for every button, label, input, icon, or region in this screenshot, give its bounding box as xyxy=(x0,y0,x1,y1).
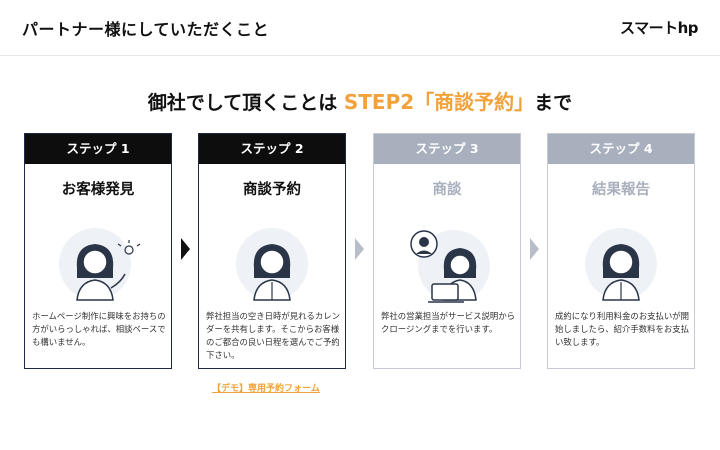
step-desc: 弊社の営業担当がサービス説明からクロージングまでを行います。 xyxy=(381,311,515,334)
step-card-3: ステップ 3 商談 弊社の営業担当がサービス説明からクロージングまでを行います。 xyxy=(373,133,521,369)
chevron-right-icon xyxy=(530,238,539,260)
step-desc: ホームページ制作に興味をお持ちの方がいらっしゃれば、相談ベースでも構いません。 xyxy=(32,311,166,347)
step-desc: 成約になり利用料金のお支払いが開始しましたら、紹介手数料をお支払い致します。 xyxy=(555,311,689,347)
step-title: お客様発見 xyxy=(61,182,135,198)
step-label: ステップ 4 xyxy=(548,134,694,164)
step-title: 商談 xyxy=(432,182,462,198)
online-meeting-icon xyxy=(410,230,490,303)
headline-accent: STEP2「商談予約」 xyxy=(343,90,535,114)
step-card-1: ステップ 1 お客様発見 ホームページ制作に興味をお持ちの方がいらっしゃれば、相… xyxy=(24,133,172,369)
step-card-4: ステップ 4 結果報告 成約になり利用料金のお支払いが開始しましたら、紹介手数料… xyxy=(547,133,695,369)
step-desc: 弊社担当の空き日時が見れるカレンダーを共有します。そこからお客様のご都合の良い日… xyxy=(206,311,340,360)
chevron-right-icon xyxy=(355,238,364,260)
chevron-right-icon xyxy=(181,238,190,260)
step-card-2: ステップ 2 商談予約 弊社担当の空き日時が見れるカレンダーを共有します。そこか… xyxy=(198,133,346,369)
woman-icon xyxy=(585,228,657,301)
demo-booking-link[interactable]: 【デモ】専用予約フォーム xyxy=(212,384,320,394)
headline-suffix: まで xyxy=(534,92,573,114)
step-title: 商談予約 xyxy=(243,182,301,198)
step-label: ステップ 2 xyxy=(199,134,345,164)
step-label: ステップ 3 xyxy=(374,134,520,164)
step-title: 結果報告 xyxy=(592,182,650,198)
headline-prefix: 御社でして頂くことは xyxy=(147,92,344,114)
step-label: ステップ 1 xyxy=(25,134,171,164)
woman-presenting-icon xyxy=(59,228,141,301)
brand-logo[interactable]: スマートhp xyxy=(620,19,698,37)
header: パートナー様にしていただくこと スマートhp xyxy=(0,0,720,56)
page-title: パートナー様にしていただくこと xyxy=(22,20,270,39)
headline: 御社でして頂くことは STEP2「商談予約」まで xyxy=(0,86,720,115)
woman-icon xyxy=(236,228,308,301)
